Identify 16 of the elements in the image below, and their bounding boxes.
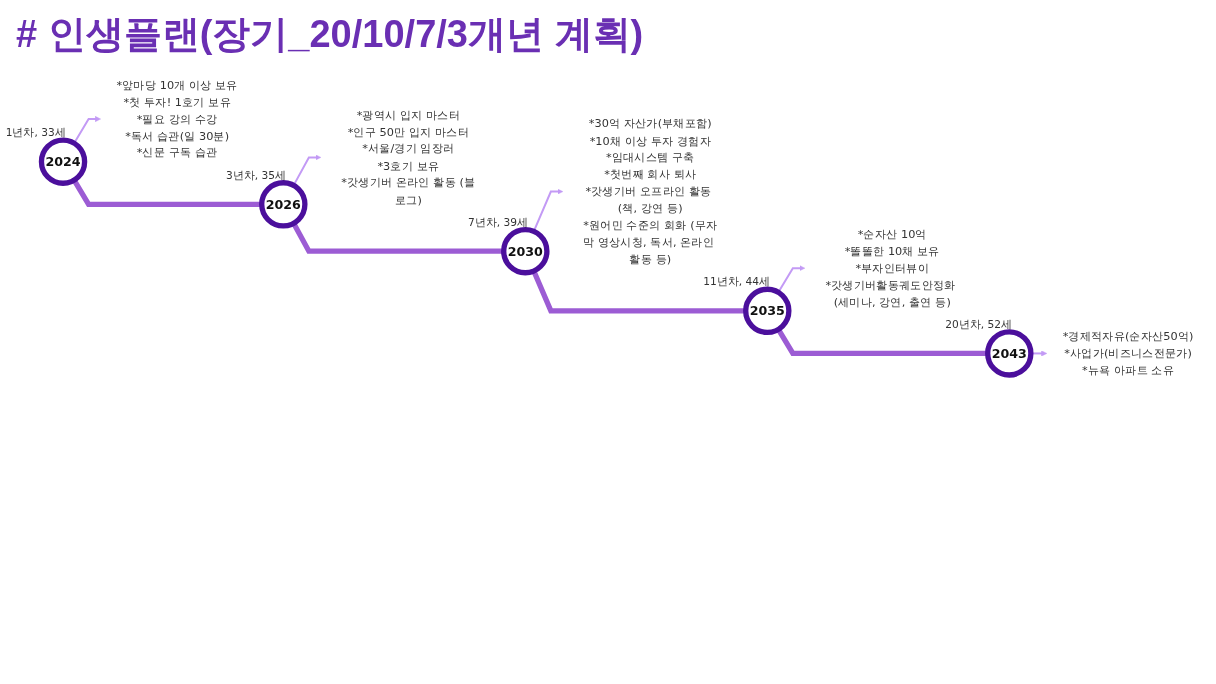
node-circle: 2030 — [501, 226, 550, 276]
milestone-caption: 20년차, 52세 — [945, 317, 1012, 331]
node-text: *순자산 10억 *똘똘한 10채 보유 *부자인터뷰이 *갓생기버활동궤도안정화 (세미나, 강연, 출연 등) — [825, 227, 956, 309]
milestone-caption: 11년차, 44세 — [703, 275, 770, 289]
node-text: *앞마당 10개 이상 보유 *첫 투자! 1호기 보유 *필요 강의 수강 *독서 습관(일 30분) *신문 구독 습관 — [116, 77, 238, 160]
node-text: *광역시 입지 마스터 *인구 50만 입지 마스터 *서울/경기 임장러 *3호기 보유 *갓생기버 온라인 활동 (블로그) — [341, 107, 476, 206]
connector — [71, 178, 262, 207]
node-circle: 2024 — [38, 137, 88, 186]
milestone-caption: 1년차, 33세 — [5, 126, 66, 140]
node-circle: 2026 — [259, 180, 308, 229]
milestone-caption: 7년차, 39세 — [467, 215, 528, 229]
node-text: *30억 자산가(부채포함) *10채 이상 투자 경험자 *임대시스템 구축 *첫번째 회사 퇴사 *갓생기버 오프라인 활동 (책, 강연 등) *원어민 수준의 회화 (무자막 영상시청, 독서, 온라인 활동 등) — [582, 116, 718, 266]
node-text: *경제적자유(순자산50억) *사업가(비즈니스전문가) *뉴욕 아파트 소유 — [1062, 329, 1194, 377]
node-circle: 2043 — [985, 329, 1034, 378]
milestone-caption: 3년차, 35세 — [225, 168, 286, 182]
node-circle: 2035 — [743, 286, 792, 336]
